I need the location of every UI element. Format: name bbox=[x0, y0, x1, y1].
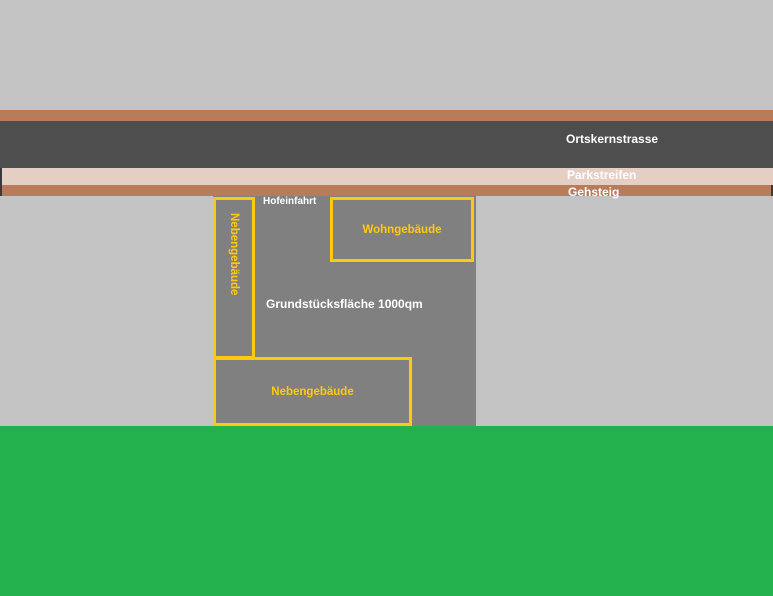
outbuilding-horizontal-label: Nebengebäude bbox=[271, 385, 354, 398]
residential-building: Wohngebäude bbox=[330, 197, 474, 262]
outbuilding-vertical: Nebengebäude bbox=[213, 197, 255, 359]
residential-building-label: Wohngebäude bbox=[362, 223, 442, 236]
curb-strip bbox=[0, 110, 773, 121]
sidewalk-strip bbox=[2, 185, 771, 196]
parking-label: Parkstreifen bbox=[567, 168, 637, 182]
driveway-label: Hofeinfahrt bbox=[263, 196, 317, 207]
sidewalk-edge-left bbox=[0, 185, 2, 196]
ground-area bbox=[0, 0, 773, 110]
outbuilding-vertical-label: Nebengebäude bbox=[228, 212, 240, 296]
street-road bbox=[0, 121, 773, 168]
lot-area-label: Grundstücksfläche 1000qm bbox=[266, 297, 423, 311]
parking-edge bbox=[0, 168, 2, 185]
outbuilding-horizontal: Nebengebäude bbox=[213, 357, 412, 426]
sidewalk-edge-right bbox=[771, 185, 773, 196]
sidewalk-label: Gehsteig bbox=[568, 185, 620, 199]
street-label: Ortskernstrasse bbox=[566, 132, 659, 146]
parking-strip bbox=[2, 168, 773, 185]
grass-area bbox=[0, 426, 773, 596]
